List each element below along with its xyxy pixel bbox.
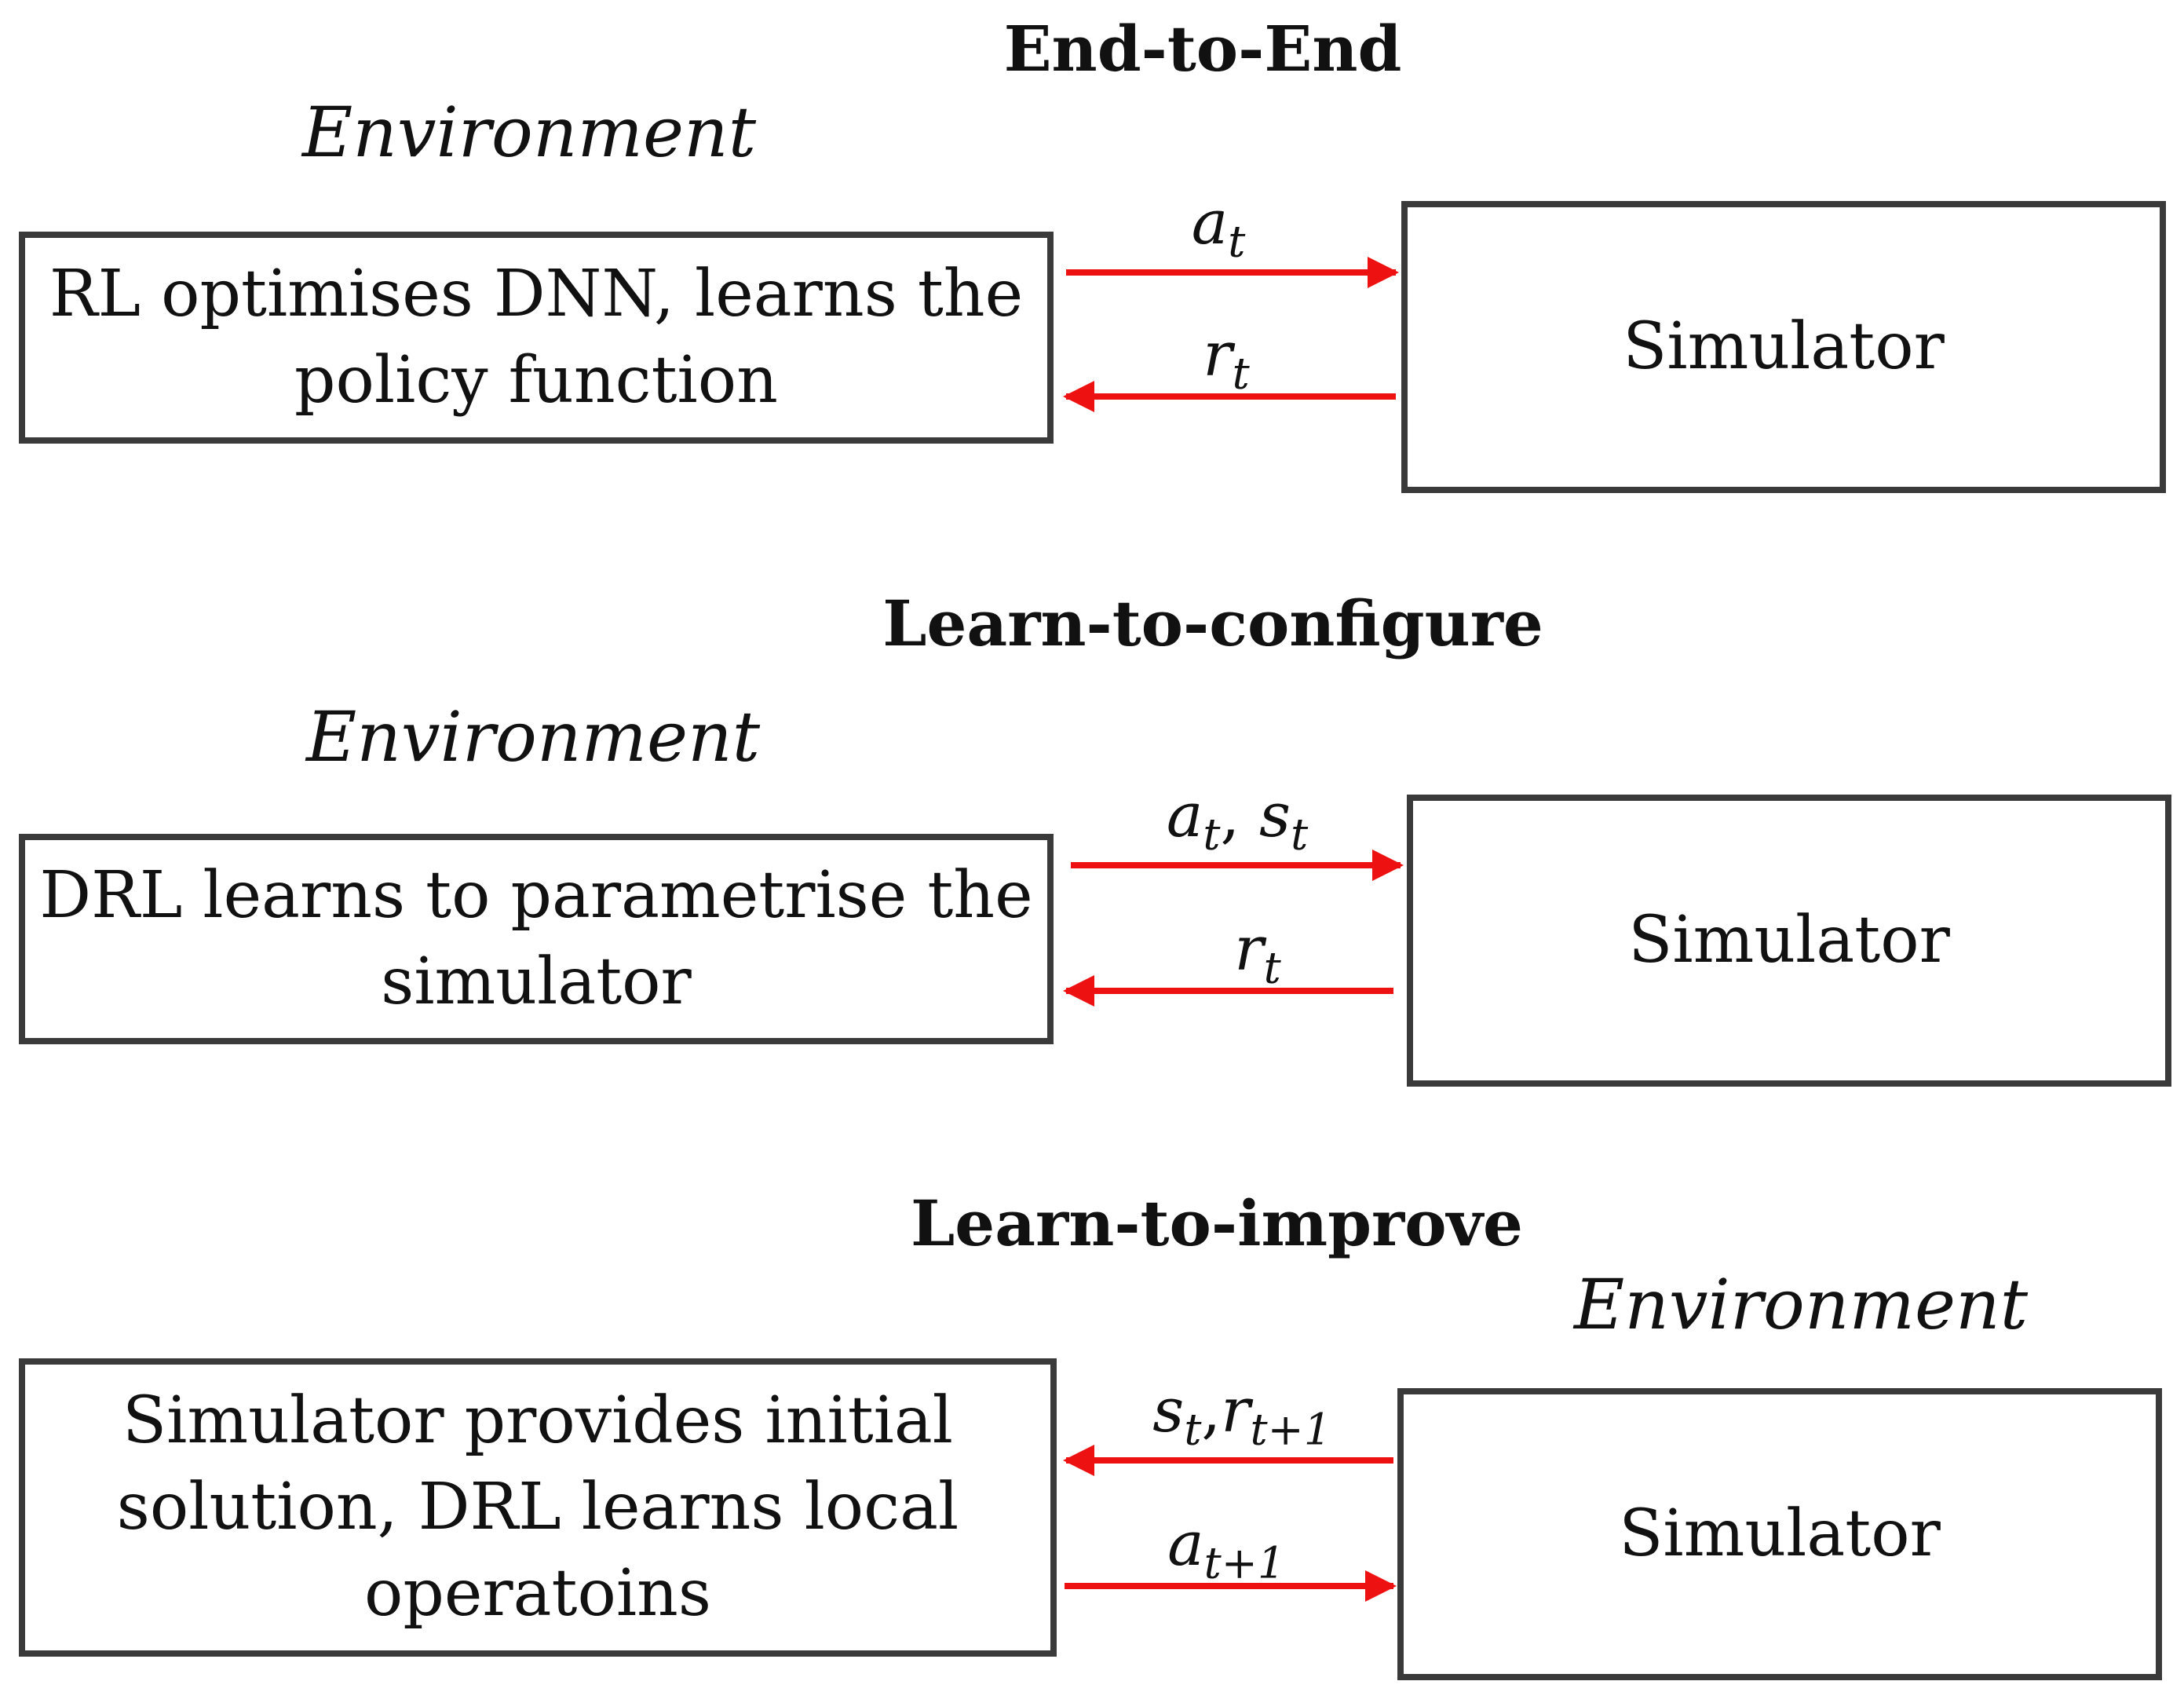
arrow-label-state-reward: st,rt+1 [1152,1376,1331,1455]
panel-title-end-to-end: End-to-End [1003,12,1402,86]
simulator-label: Simulator [1628,903,1950,978]
agent-box-line: solution, DRL learns local [116,1470,959,1544]
agent-box-line: RL optimises DNN, learns the [49,257,1024,331]
label-subscript: t [1263,942,1281,993]
arrow-label-reward: rt [1203,324,1249,395]
label-symbol: r [1221,1376,1251,1446]
agent-box: RL optimises DNN, learns the policy func… [19,232,1054,444]
arrow-label-action-state: at, st [1166,780,1309,860]
label-symbol: s [1259,780,1291,851]
environment-label: Environment [1574,1264,2029,1345]
arrow-label-action-next: at+1 [1167,1514,1285,1584]
label-symbol: r [1234,914,1264,985]
label-subscript: t [1291,809,1309,860]
panel-title-learn-to-configure: Learn-to-configure [882,587,1543,660]
label-symbol: a [1191,188,1229,258]
panel-title-learn-to-improve: Learn-to-improve [911,1186,1523,1260]
label-symbol: a [1166,780,1203,851]
environment-label: Environment [302,92,757,173]
agent-box: Simulator provides initial solution, DRL… [19,1358,1057,1657]
environment-label: Environment [306,696,761,777]
agent-box-line: simulator [381,945,692,1019]
label-subscript: t+1 [1250,1404,1331,1455]
arrow-label-action: at [1192,192,1246,263]
simulator-box: Simulator [1407,795,2171,1087]
label-subscript: t [1184,1404,1202,1455]
label-subscript: t+1 [1203,1537,1285,1588]
agent-box-line: operatoins [364,1556,711,1631]
arrow-label-reward: rt [1234,919,1280,989]
agent-box: DRL learns to parametrise the simulator [19,834,1054,1044]
label-symbol: a [1167,1509,1204,1580]
agent-box-line: policy function [294,343,778,418]
label-symbol: r [1203,320,1233,390]
simulator-box: Simulator [1397,1388,2162,1680]
simulator-label: Simulator [1619,1497,1941,1571]
simulator-label: Simulator [1623,309,1945,384]
label-subscript: t [1203,809,1221,860]
agent-box-line: Simulator provides initial [122,1383,953,1458]
label-subscript: t [1232,348,1250,399]
agent-box-line: DRL learns to parametrise the [39,858,1033,933]
label-symbol: s [1152,1376,1185,1446]
simulator-box: Simulator [1401,201,2166,493]
label-subscript: t [1228,216,1246,267]
